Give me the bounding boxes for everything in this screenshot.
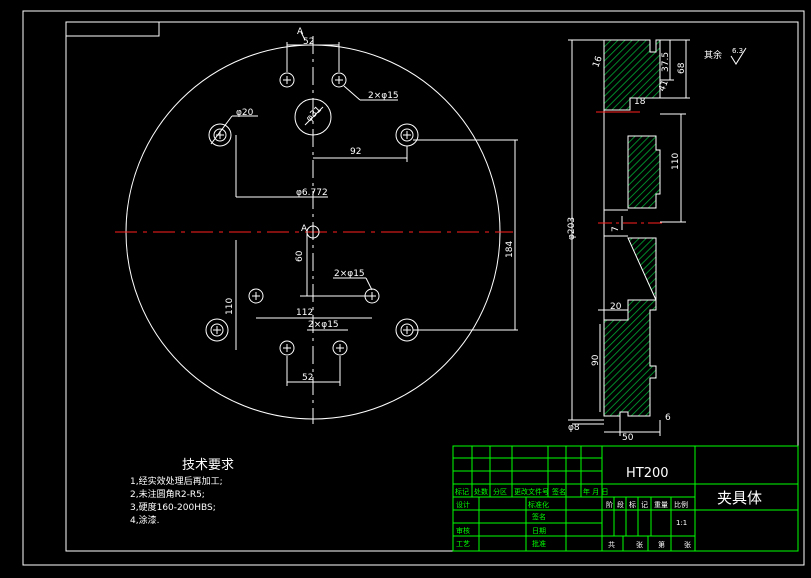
dim-phi203: φ203 — [567, 217, 577, 240]
dim-16: 16 — [591, 55, 604, 69]
dim-110-left: 110 — [225, 298, 235, 315]
dim-phi8: φ8 — [568, 423, 580, 433]
front-view: A 52 2×φ15 φ20 φ31 92 φ6.772 A 60 2×φ15 … — [115, 27, 518, 424]
dim-90: 90 — [591, 354, 601, 366]
rev-header-mark: 标记 — [455, 487, 469, 496]
rev-header-count: 处数 — [474, 487, 488, 496]
dim-50: 50 — [622, 433, 634, 443]
dim-6: 6 — [665, 413, 671, 423]
dim-20: 20 — [610, 302, 622, 312]
dim-right-110: 110 — [671, 153, 681, 170]
sheet-unit-2: 张 — [684, 540, 691, 549]
corner-label-box — [65, 21, 160, 37]
dim-hole-pair-bottom: 2×φ15 — [308, 320, 339, 330]
row-date: 日期 — [532, 527, 546, 535]
sheet-number: 第 — [658, 540, 665, 549]
counterbore-left-lower — [205, 318, 229, 342]
dim-phi6-772: φ6.772 — [296, 188, 328, 198]
row-standardization: 标准化 — [528, 500, 549, 509]
tech-req-item-4: 4,涂漆. — [130, 514, 159, 526]
dim-68: 68 — [677, 62, 687, 74]
material-text: HT200 — [626, 466, 669, 481]
rev-header-sign: 签名 — [552, 487, 566, 496]
hole-top-left — [279, 72, 295, 88]
row-signature: 签名 — [532, 512, 546, 521]
stage-h-3: 标 — [629, 500, 636, 509]
part-name-text: 夹具体 — [717, 489, 762, 507]
outer-border — [22, 10, 805, 566]
upper-large-hole — [294, 98, 332, 136]
row-review: 审核 — [456, 526, 470, 535]
roughness-label: 其余 — [704, 49, 722, 61]
dim-phi31: φ31 — [305, 105, 324, 124]
hole-top-right — [331, 72, 347, 88]
tech-req-item-3: 3,硬度160-200HBS; — [130, 501, 216, 513]
roughness-value: 6.3 — [732, 47, 743, 55]
dim-184: 184 — [505, 241, 515, 258]
inner-frame — [65, 21, 799, 552]
dim-hole-pair-mid: 2×φ15 — [334, 269, 365, 279]
section-hatch-lower — [603, 237, 657, 417]
mark-41: 41 — [657, 79, 670, 93]
row-process: 工艺 — [456, 540, 470, 548]
rev-header-date: 年 月 日 — [583, 487, 608, 496]
hole-bottom-right — [332, 340, 348, 356]
stage-h-scale: 比例 — [674, 500, 688, 509]
dim-7: 7 — [611, 226, 621, 232]
hole-bottom-left — [279, 340, 295, 356]
hole-mid-left — [248, 288, 264, 304]
section-marker-top: A — [297, 27, 304, 37]
dim-bottom-52: 52 — [302, 373, 313, 383]
dim-92: 92 — [350, 147, 361, 157]
stage-h-4: 记 — [641, 501, 648, 509]
dim-top-52: 52 — [303, 37, 314, 47]
stage-h-2: 段 — [617, 500, 624, 509]
sheet-total: 共 — [608, 540, 615, 549]
dim-60: 60 — [295, 250, 305, 262]
roughness-symbol — [730, 47, 747, 65]
sheet-unit-1: 张 — [636, 540, 643, 549]
row-approve: 批准 — [532, 539, 546, 548]
stage-h-1: 阶 — [606, 500, 613, 509]
roughness-note: 其余 6.3 — [704, 47, 747, 65]
rev-header-file: 更改文件号 — [514, 487, 549, 496]
tech-req-title: 技术要求 — [182, 458, 234, 473]
dim-hole-pair-top: 2×φ15 — [368, 91, 399, 101]
stage-h-weight: 重量 — [654, 501, 668, 509]
tech-req-item-1: 1,经实效处理后再加工; — [130, 475, 223, 487]
rev-header-zone: 分区 — [493, 487, 507, 496]
counterbore-left-upper — [208, 123, 232, 147]
tech-req-item-2: 2,未注圆角R2-R5; — [130, 488, 205, 500]
row-design: 设计 — [456, 500, 470, 509]
section-view: φ203 37.5 68 110 90 7 20 φ8 6 50 16 18 4… — [567, 39, 690, 443]
dim-37-5: 37.5 — [661, 52, 671, 72]
section-marker-center: A — [301, 224, 308, 234]
section-hatch-middle — [627, 135, 661, 209]
scale-value: 1:1 — [676, 519, 687, 527]
dim-phi20: φ20 — [236, 108, 254, 118]
mark-18: 18 — [634, 97, 646, 107]
dim-112: 112 — [296, 308, 313, 318]
section-hatch-upper — [603, 39, 661, 111]
tech-requirements: 技术要求 1,经实效处理后再加工; 2,未注圆角R2-R5; 3,硬度160-2… — [130, 458, 234, 526]
title-block: HT200 夹具体 标记 处数 分区 更改文件号 签名 年 月 日 设计 标准化… — [452, 445, 799, 552]
